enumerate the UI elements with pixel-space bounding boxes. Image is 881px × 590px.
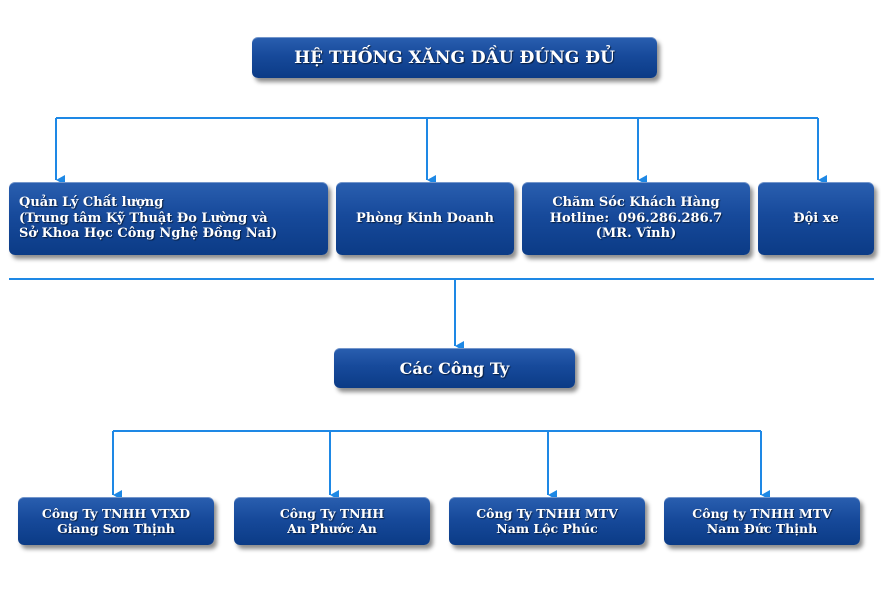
company-4-type: Công ty TNHH MTV xyxy=(692,505,832,521)
company-4-name: Nam Đức Thịnh xyxy=(706,521,818,536)
company-box-1: Công Ty TNHH VTXD Giang Sơn Thịnh xyxy=(18,497,214,545)
company-box-4: Công ty TNHH MTV Nam Đức Thịnh xyxy=(664,497,860,545)
company-1-type: Công Ty TNHH VTXD xyxy=(41,505,191,521)
quality-management-line3: Sở Khoa Học Công Nghệ Đồng Nai) xyxy=(19,226,278,242)
customer-care-contact: (MR. Vĩnh) xyxy=(595,226,677,242)
quality-management-title: Quản Lý Chất lượng xyxy=(19,194,164,210)
customer-care-box: Chăm Sóc Khách Hàng Hotline: 096.286.286… xyxy=(522,182,750,255)
quality-management-box: Quản Lý Chất lượng (Trung tâm Kỹ Thuật Đ… xyxy=(9,182,328,255)
customer-care-title: Chăm Sóc Khách Hàng xyxy=(552,194,720,210)
company-box-2: Công Ty TNHH An Phước An xyxy=(234,497,430,545)
company-3-type: Công Ty TNHH MTV xyxy=(476,505,618,521)
company-2-name: An Phước An xyxy=(287,521,377,536)
system-title-text: HỆ THỐNG XĂNG DẦU ĐÚNG ĐỦ xyxy=(294,47,615,68)
system-title: HỆ THỐNG XĂNG DẦU ĐÚNG ĐỦ xyxy=(252,37,657,78)
companies-header-text: Các Công Ty xyxy=(399,358,510,378)
company-1-name: Giang Sơn Thịnh xyxy=(57,521,175,536)
customer-care-hotline: Hotline: 096.286.286.7 xyxy=(549,210,723,226)
fleet-title: Đội xe xyxy=(793,210,839,226)
companies-header-box: Các Công Ty xyxy=(334,348,575,388)
company-3-name: Nam Lộc Phúc xyxy=(496,521,598,536)
sales-department-title: Phòng Kinh Doanh xyxy=(356,210,494,226)
company-box-3: Công Ty TNHH MTV Nam Lộc Phúc xyxy=(449,497,645,545)
fleet-box: Đội xe xyxy=(758,182,874,255)
quality-management-line2: (Trung tâm Kỹ Thuật Đo Lường và xyxy=(19,210,268,226)
sales-department-box: Phòng Kinh Doanh xyxy=(336,182,514,255)
company-2-type: Công Ty TNHH xyxy=(279,505,385,521)
